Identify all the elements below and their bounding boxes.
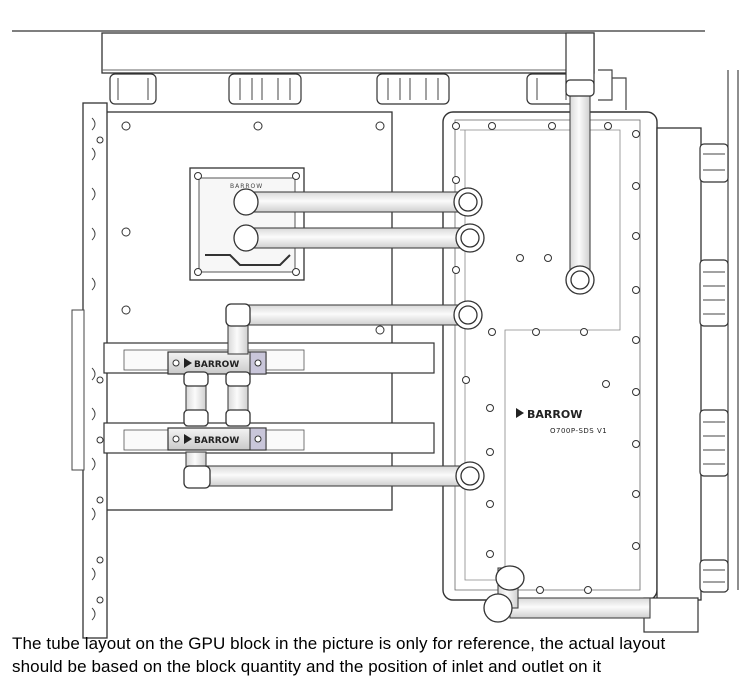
gpu-card-bottom: BARROW [103,422,435,454]
gpu-outlet-tube [199,465,473,487]
distribution-plate: BARROW O700P-SDS V1 [442,111,658,601]
gpu-brand-label-bottom: BARROW [194,436,239,446]
cpu-outlet-tube [247,191,471,213]
caption-line-1: The tube layout on the GPU block in the … [12,634,666,653]
caption-line-2: should be based on the block quantity an… [12,657,602,676]
triangle-logo-icon [184,434,192,444]
cpu-brand-label: BARROW [230,183,263,190]
gpu-brand-label-top: BARROW [194,360,239,370]
right-radiator [643,127,729,633]
top-radiator [101,32,595,105]
cpu-inlet-tube [247,227,473,249]
radiator-vertical-tube [569,85,591,281]
gpu-inlet-tube [247,304,471,326]
bottom-return-tube [509,597,651,619]
triangle-logo-icon [516,408,524,418]
cpu-block: BARROW [189,167,305,281]
plate-brand-label: BARROW [527,408,582,421]
fittings [183,79,595,623]
caption: The tube layout on the GPU block in the … [12,632,747,678]
triangle-logo-icon [184,358,192,368]
plate-model-label: O700P-SDS V1 [550,427,607,435]
gpu-card-top: BARROW [103,342,435,375]
